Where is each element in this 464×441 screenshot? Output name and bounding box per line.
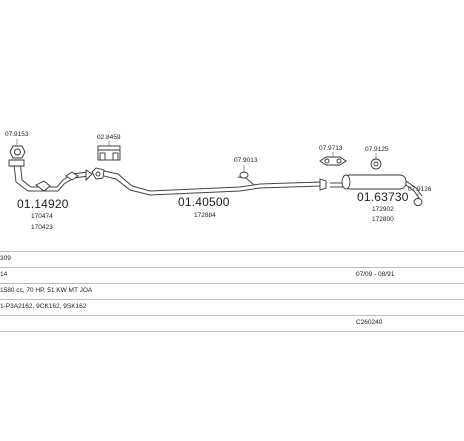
exhaust-system-diagram: 07.9153 01.14920 170474 170423 02.8459 0… — [5, 131, 432, 231]
part-ref-label: 172800 — [372, 216, 394, 223]
table-cell: 309 — [0, 255, 11, 262]
table-row: 1-P3A2162, 9CK162, 9SK162 — [0, 300, 464, 316]
rear-silencer-part[interactable] — [330, 174, 423, 199]
rubber-ring-part[interactable] — [370, 158, 382, 170]
part-ref-label: 172884 — [194, 212, 216, 219]
mounting-bracket-part[interactable] — [97, 145, 121, 161]
engine-codes-cell: 1-P3A2162, 9CK162, 9SK162 — [0, 303, 87, 310]
part-ref-label: 170474 — [31, 213, 53, 220]
table-row: 1580 cc, 70 HP, 51 KW MT JOA — [0, 284, 464, 300]
engine-spec-cell: 1580 cc, 70 HP, 51 KW MT JOA — [0, 287, 93, 294]
intermediate-pipe-part[interactable] — [103, 170, 327, 196]
rubber-mount-part[interactable] — [319, 156, 347, 166]
part-code-label: 07.9153 — [5, 131, 29, 138]
table-cell: 14 — [0, 271, 8, 278]
rear-clamp-part[interactable] — [413, 198, 423, 206]
front-pipe-part[interactable] — [8, 159, 93, 192]
part-code-label: 07.9125 — [365, 146, 389, 153]
part-code-label: 01.40500 — [178, 195, 230, 209]
part-code-label: 07.9713 — [319, 145, 343, 152]
part-ref-label: 172902 — [372, 206, 394, 213]
pipe-clamp-part[interactable] — [239, 171, 249, 179]
catalog-code-cell: C260240 — [356, 319, 383, 326]
part-ref-label: 170423 — [31, 224, 53, 231]
vehicle-info-table: 309 14 07/09 - 08/91 1580 cc, 70 HP, 51 … — [0, 251, 464, 332]
part-code-label: 07.9126 — [408, 186, 432, 193]
table-row: 309 — [0, 251, 464, 268]
table-row: 14 07/09 - 08/91 — [0, 268, 464, 284]
part-code-label: 07.9013 — [234, 157, 258, 164]
production-date-cell: 07/09 - 08/91 — [356, 271, 395, 278]
table-row: C260240 — [0, 316, 464, 332]
front-gasket-part[interactable] — [9, 145, 26, 159]
middle-gasket-part[interactable] — [91, 167, 105, 180]
part-code-label: 01.63730 — [357, 190, 409, 204]
part-code-label: 02.8459 — [97, 134, 121, 141]
part-code-label: 01.14920 — [17, 197, 69, 211]
